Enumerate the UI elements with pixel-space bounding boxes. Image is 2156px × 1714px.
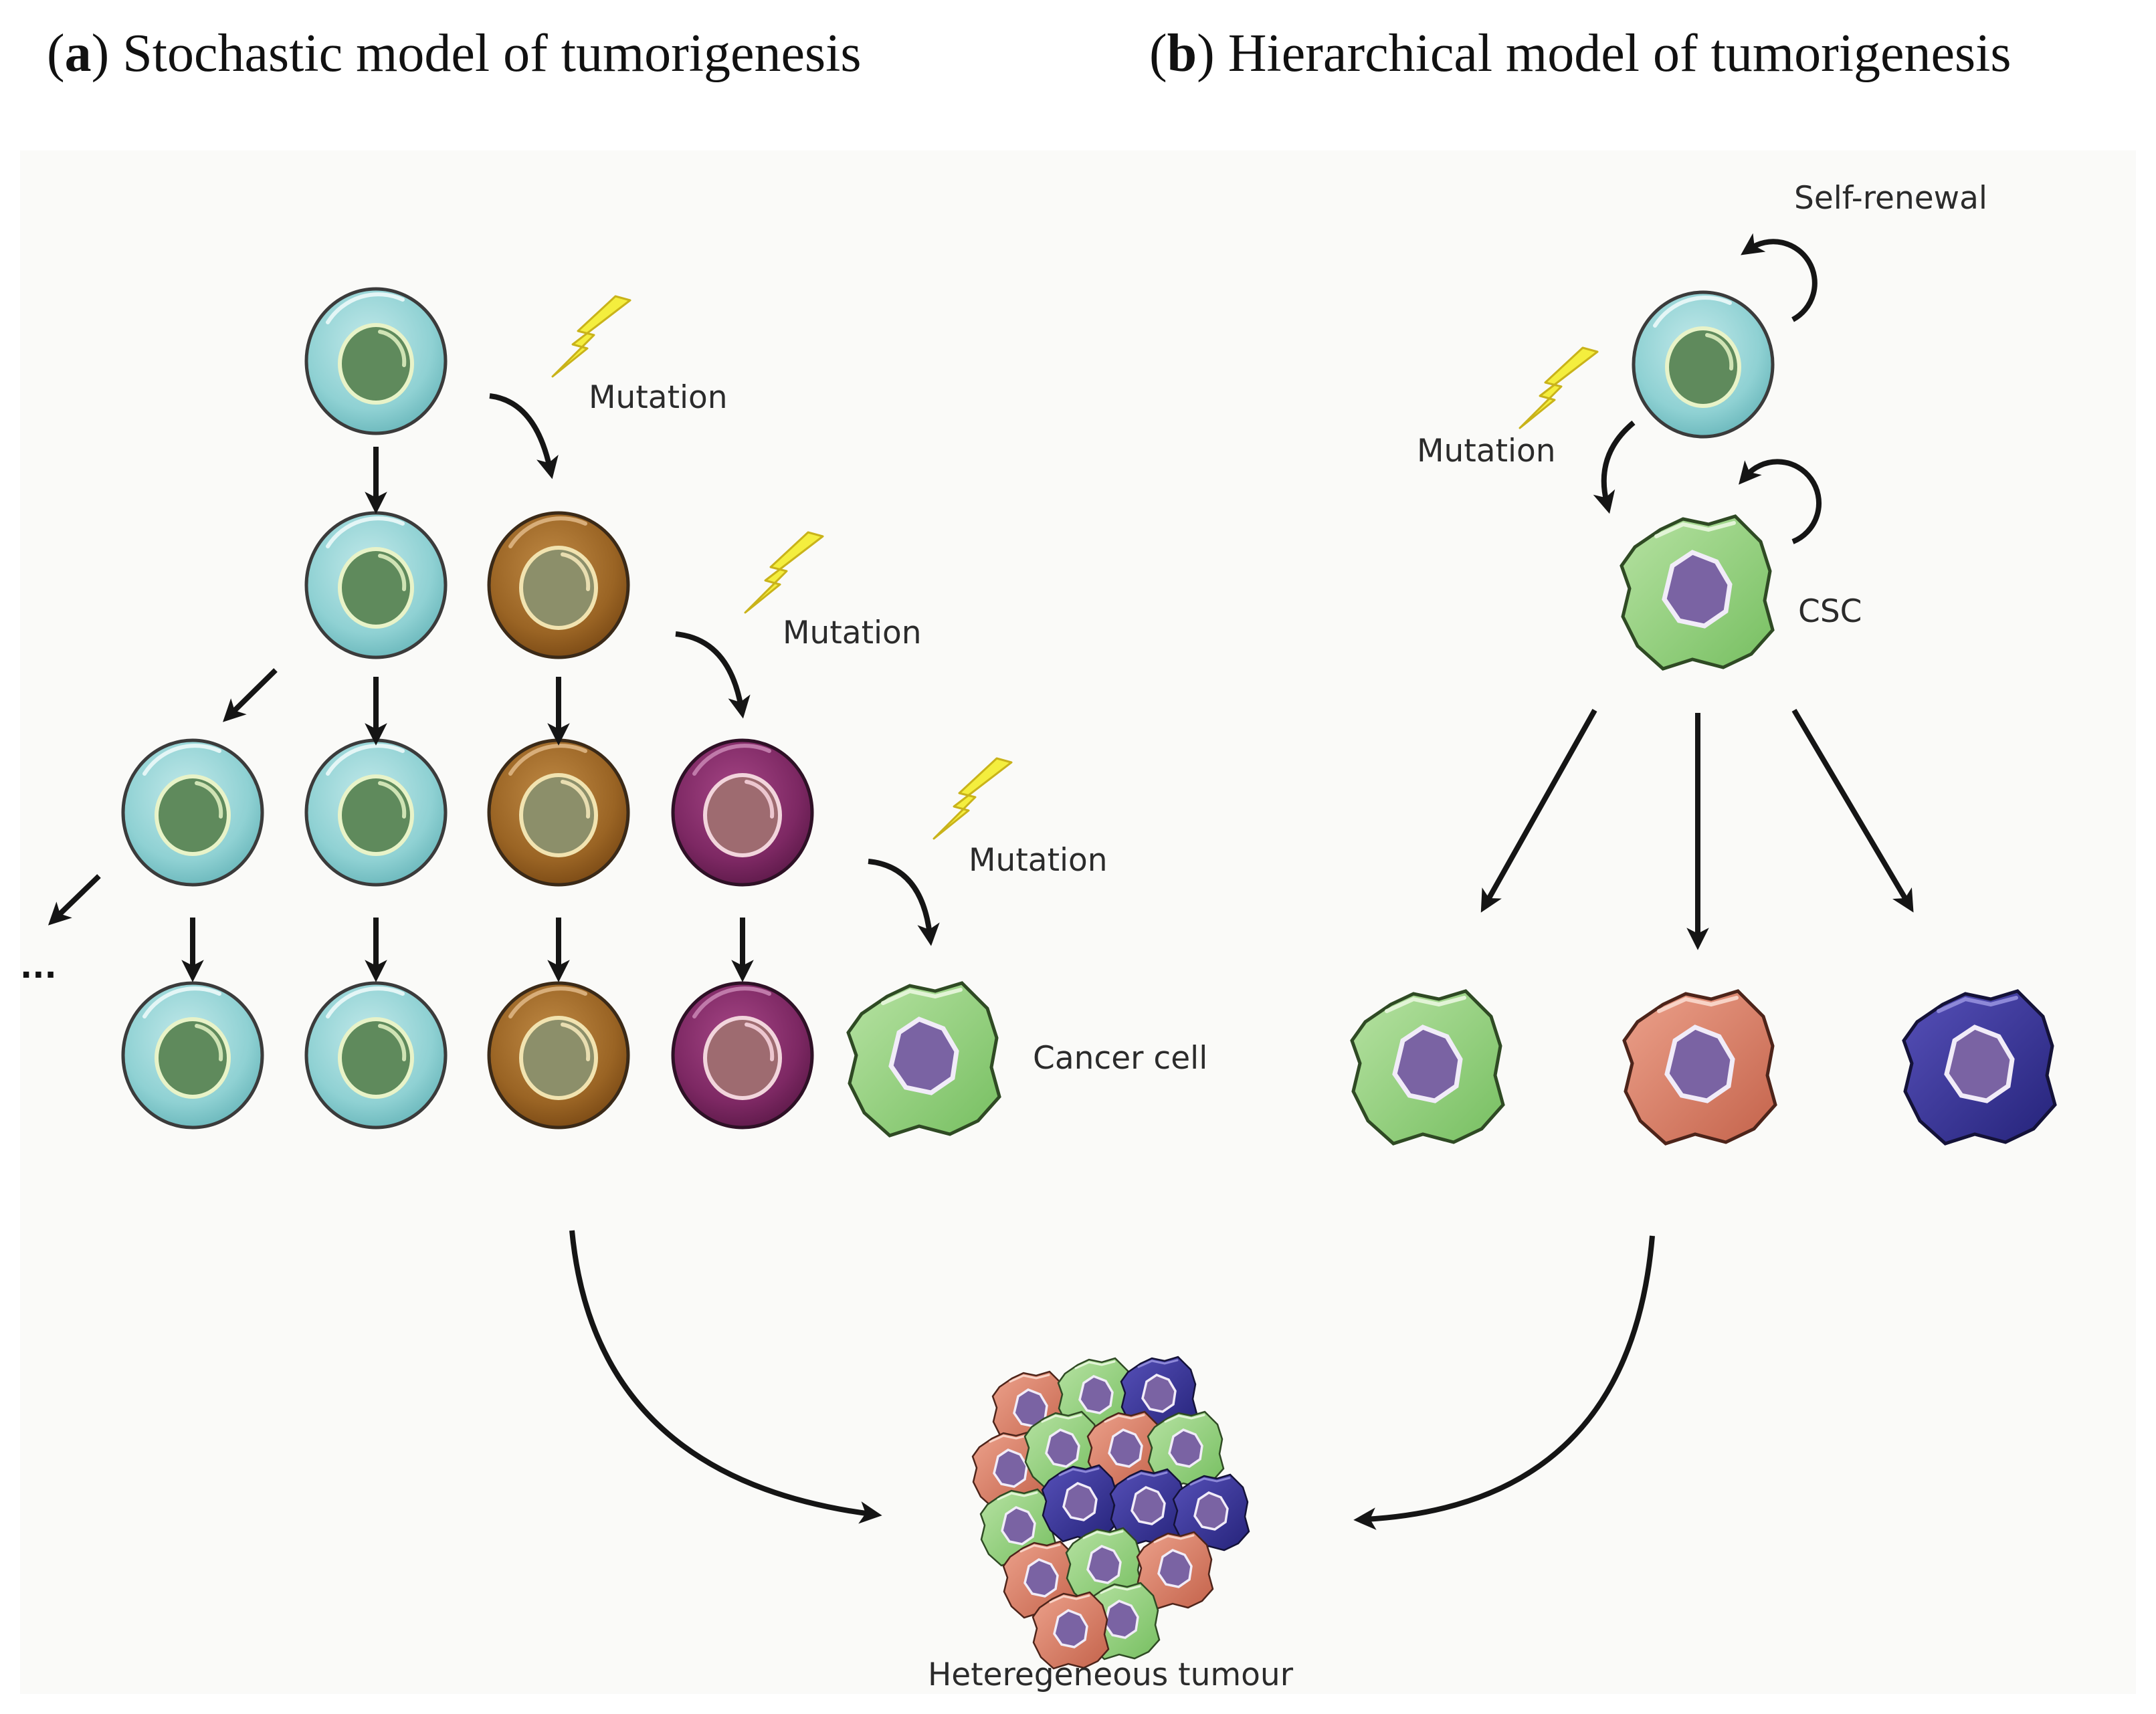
mutation-label: Mutation [969,842,1108,879]
differentiation-arrows [1480,708,1914,950]
cancer-stem-cell [1622,516,1773,669]
mutated-cell-brown [489,513,628,657]
panel-a-title: (a) Stochastic model of tumorigenesis [47,24,862,83]
self-renewal-label: Self-renewal [1794,180,1987,217]
mutation-arrow-b [1593,420,1636,514]
tumour-label: Heteregeneous tumour [928,1656,1294,1693]
mutation-label: Mutation [783,615,922,651]
differentiated-cell-blue [1904,991,2055,1144]
mutated-cell-brown [489,740,628,885]
normal-cell [306,289,446,433]
mutation-arrows-a [489,393,940,946]
normal-cell [306,983,446,1128]
normal-cell [123,983,262,1128]
division-arrows-a [47,447,754,982]
mutated-cell-purple [673,740,812,885]
mutated-cell-brown [489,983,628,1128]
cancer-cell [848,983,999,1136]
self-renewal-arrows [1739,233,1822,544]
normal-cell [306,740,446,885]
cancer-cell-label: Cancer cell [1033,1040,1207,1077]
normal-cell [306,513,446,657]
normal-cell [123,740,262,885]
stem-cell [1634,292,1773,437]
convergence-arrows [569,1230,1655,1530]
mutation-label: Mutation [1417,433,1556,469]
mutated-cell-purple [673,983,812,1128]
mutation-label: Mutation [589,379,728,416]
continuation-ellipsis: ... [20,948,57,986]
panel-b-title: (b) Hierarchical model of tumorigenesis [1149,24,2011,83]
csc-label: CSC [1798,593,1862,630]
differentiated-cell-green [1352,991,1503,1144]
differentiated-cell-orange [1624,991,1775,1144]
